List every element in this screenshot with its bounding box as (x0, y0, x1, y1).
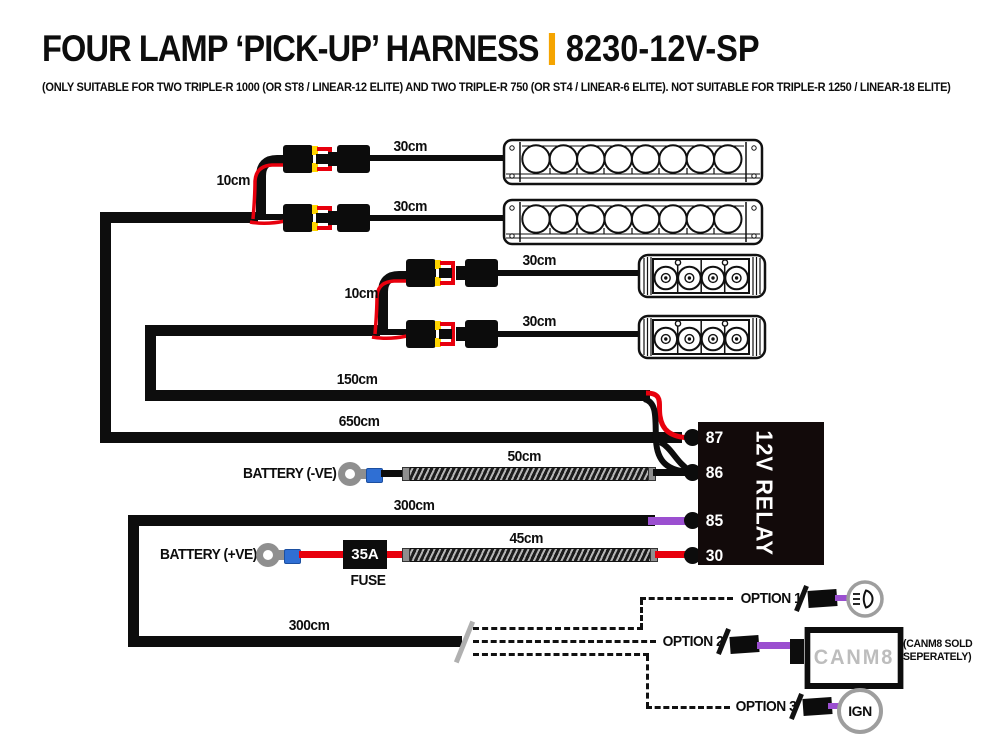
compatibility-note: (ONLY SUITABLE FOR TWO TRIPLE-R 1000 (OR… (42, 80, 951, 94)
model-number: 8230-12V-SP (565, 28, 760, 69)
relay-pin-87: 87 (705, 428, 724, 447)
wire-to-30 (655, 551, 693, 558)
measurement-label: 650cm (338, 413, 380, 430)
lamp-bar-8led-icon (502, 198, 764, 246)
dashed-branch-option1 (640, 597, 733, 600)
dashed-branch-option1 (640, 599, 643, 629)
dashed-branch-option3 (646, 706, 730, 709)
dashed-branch-option3 (646, 655, 649, 708)
measurement-label: 30cm (522, 313, 556, 330)
lamp-bar-8led-icon (502, 138, 764, 186)
measurement-label: 45cm (509, 530, 543, 547)
braided-sleeve-45cm (402, 548, 658, 562)
wire-mid-left-leg (145, 325, 156, 401)
wire-mid-split-run (145, 325, 380, 336)
ign-label: IGN (848, 703, 872, 719)
measurement-label: 10cm (216, 172, 250, 189)
wire-main-left-leg (100, 212, 111, 443)
connector-male-icon (406, 259, 456, 287)
option-connector-icon (729, 635, 760, 654)
wire-lamp2-lead (363, 215, 503, 221)
wire-split2-jumper (378, 271, 412, 334)
wire-650cm-run (100, 432, 682, 443)
lamp-bar-4led-icon (637, 314, 767, 360)
wire-300cm-top-run (128, 515, 655, 526)
braided-sleeve-50cm (402, 467, 656, 481)
relay-pin-30: 30 (705, 546, 724, 565)
measurement-label: 300cm (288, 617, 330, 634)
wire-lamp3-lead (495, 270, 640, 276)
canm8-label: CANM8 (813, 646, 895, 669)
wire-lamp1-lead (363, 155, 503, 161)
relay-pin-nub (684, 429, 701, 446)
wire-split1-red-up (251, 163, 285, 220)
wire-split1-red-down (249, 219, 286, 226)
wire-neg-stub (381, 470, 407, 477)
relay-title: 12V RELAY (751, 430, 778, 557)
measurement-label: 10cm (344, 285, 378, 302)
wire-black-to-86 (642, 396, 691, 475)
relay-pin-nub (684, 512, 701, 529)
wire-option1-purple (835, 595, 849, 601)
page-header: FOUR LAMP ‘PICK-UP’ HARNESS 8230-12V-SP (42, 28, 760, 70)
canm8-note: (CANM8 SOLD SEPERATELY) (903, 638, 973, 664)
wire-split2-red-down (371, 334, 408, 341)
relay-pin-nub (684, 464, 701, 481)
canm8-box: CANM8 (804, 627, 904, 689)
connector-male-icon (283, 204, 333, 232)
connector-male-icon (406, 320, 456, 348)
page-title: FOUR LAMP ‘PICK-UP’ HARNESS (42, 28, 540, 69)
measurement-label: 50cm (507, 448, 541, 465)
connector-female-icon (328, 204, 370, 232)
lamp-bar-4led-icon (637, 253, 767, 299)
wire-red-to-87 (645, 390, 691, 441)
connector-female-icon (456, 259, 498, 287)
wire-lamp4-lead (495, 331, 640, 337)
option-1-label: OPTION 1 (740, 590, 802, 607)
wire-split2-red-up (373, 279, 407, 335)
wire-split1-jumper (256, 155, 290, 219)
ign-badge: IGN (837, 688, 883, 734)
wire-neg-to-86 (653, 469, 693, 476)
wire-option3-purple (828, 703, 842, 709)
connector-male-icon (283, 145, 333, 173)
wire-fuse-red (387, 551, 405, 558)
battery-positive-label: BATTERY (+VE) (160, 546, 257, 563)
dashed-branch-option3 (473, 653, 649, 656)
connector-female-icon (328, 145, 370, 173)
option-3-label: OPTION 3 (735, 698, 797, 715)
fuse-rating: 35A (351, 546, 379, 563)
canm8-plug (790, 639, 804, 664)
dashed-branch-option1 (473, 627, 643, 630)
relay-pin-nub (684, 547, 701, 564)
wire-300cm-left-leg (128, 515, 139, 647)
option-connector-icon (807, 589, 838, 608)
ring-terminal-icon (256, 543, 286, 567)
connector-female-icon (456, 320, 498, 348)
wire-option2-purple (757, 642, 795, 649)
wire-purple-85 (648, 517, 694, 525)
measurement-label: 300cm (393, 497, 435, 514)
measurement-label: 30cm (522, 252, 556, 269)
relay-box (698, 422, 824, 565)
fuse-box: 35A (343, 540, 387, 569)
battery-negative-label: BATTERY (-VE) (243, 465, 337, 482)
measurement-label: 150cm (336, 371, 378, 388)
relay-pin-85: 85 (705, 511, 724, 530)
relay-pin-86: 86 (705, 463, 724, 482)
wire-150cm-run (145, 390, 650, 401)
measurement-label: 30cm (393, 198, 427, 215)
accent-divider (549, 33, 556, 65)
wire-pos-red (299, 551, 345, 558)
option-2-label: OPTION 2 (662, 633, 724, 650)
dashed-branch-option2 (473, 640, 656, 643)
headlight-beam-icon (846, 580, 884, 618)
fuse-caption: FUSE (350, 572, 386, 589)
ring-terminal-icon (338, 462, 368, 486)
wire-300cm-bottom-run (128, 636, 462, 647)
measurement-label: 30cm (393, 138, 427, 155)
wire-top-split-run (100, 212, 258, 223)
